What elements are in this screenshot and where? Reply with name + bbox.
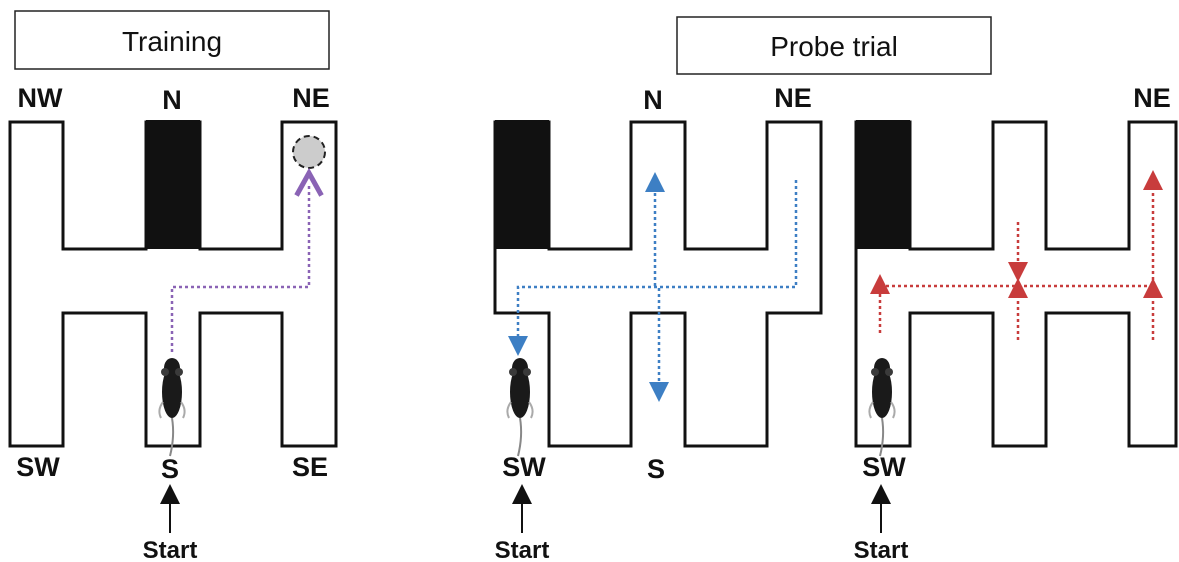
training-label-s: S <box>161 454 179 484</box>
probe-left-maze-outline <box>493 120 823 448</box>
training-label-n: N <box>162 85 182 115</box>
probe-left-panel: N NE SW S Start <box>493 83 823 562</box>
probe-left-label-sw: SW <box>502 452 546 482</box>
probe-left-label-n: N <box>643 85 663 115</box>
training-label-sw: SW <box>16 452 60 482</box>
probe-title-box <box>676 16 992 75</box>
probe-left-label-ne: NE <box>774 83 812 113</box>
probe-right-label-sw: SW <box>862 452 906 482</box>
training-goal-well <box>292 135 326 169</box>
training-route-path <box>170 183 309 352</box>
training-panel: Training NW N NE SW S SE Start <box>8 10 338 562</box>
probe-right-panel: NE SW Start <box>854 83 1178 562</box>
training-title-box <box>14 10 330 70</box>
training-start-label: Start <box>143 537 198 562</box>
probe-title: Probe trial <box>770 31 898 62</box>
probe-right-blocked-arm-nw <box>856 120 910 249</box>
probe-left-start-label: Start <box>495 537 550 562</box>
training-label-se: SE <box>292 452 328 482</box>
training-blocked-arm-n <box>146 120 200 249</box>
probe-right-start-label: Start <box>854 537 909 562</box>
probe-left-label-s: S <box>647 454 665 484</box>
probe-left-mouse-icon <box>506 357 534 457</box>
probe-left-blocked-arm-nw <box>495 120 549 249</box>
probe-right-label-ne: NE <box>1133 83 1171 113</box>
training-label-nw: NW <box>18 83 63 113</box>
training-title: Training <box>122 26 222 57</box>
training-label-ne: NE <box>292 83 330 113</box>
probe-left-route-path <box>508 180 798 356</box>
